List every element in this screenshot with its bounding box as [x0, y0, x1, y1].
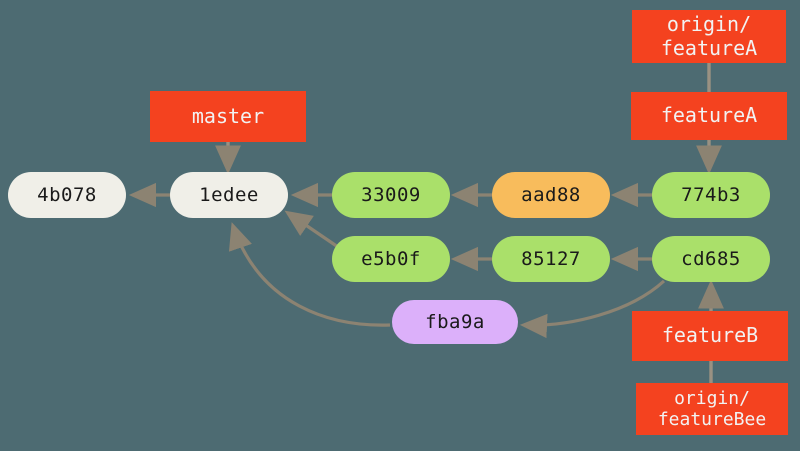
- commit-node-cd685[interactable]: cd685: [652, 236, 770, 282]
- ref-line: featureB: [661, 323, 759, 348]
- ref-line: featureA: [660, 35, 758, 60]
- commit-node-85127[interactable]: 85127: [492, 236, 610, 282]
- commit-label: 774b3: [681, 184, 741, 206]
- ref-label-origin-featureA[interactable]: origin/ featureA: [632, 10, 786, 63]
- commit-node-aad88[interactable]: aad88: [492, 172, 610, 218]
- commit-label: 1edee: [199, 184, 259, 206]
- commit-node-e5b0f[interactable]: e5b0f: [332, 236, 450, 282]
- commit-node-33009[interactable]: 33009: [332, 172, 450, 218]
- ref-line: origin/: [674, 387, 750, 409]
- commit-label: fba9a: [425, 311, 485, 333]
- ref-label-featureB[interactable]: featureB: [632, 311, 788, 361]
- ref-label-master[interactable]: master: [150, 91, 306, 142]
- commit-label: 33009: [361, 184, 421, 206]
- commit-label: 85127: [521, 248, 581, 270]
- commit-node-fba9a[interactable]: fba9a: [392, 300, 518, 344]
- commit-label: e5b0f: [361, 248, 421, 270]
- ref-line: featureBee: [657, 409, 767, 430]
- ref-line: master: [191, 103, 265, 128]
- commit-label: cd685: [681, 248, 741, 270]
- commit-node-774b3[interactable]: 774b3: [652, 172, 770, 218]
- commit-label: aad88: [521, 184, 581, 206]
- edge-e5b0f-to-1edee: [284, 210, 339, 249]
- ref-line: featureA: [660, 103, 758, 128]
- ref-label-origin-featureBee[interactable]: origin/ featureBee: [636, 383, 788, 435]
- commit-node-4b078[interactable]: 4b078: [8, 172, 126, 218]
- ref-line: origin/: [666, 11, 752, 36]
- ref-label-featureA[interactable]: featureA: [631, 92, 787, 140]
- commit-node-1edee[interactable]: 1edee: [170, 172, 288, 218]
- commit-label: 4b078: [37, 184, 97, 206]
